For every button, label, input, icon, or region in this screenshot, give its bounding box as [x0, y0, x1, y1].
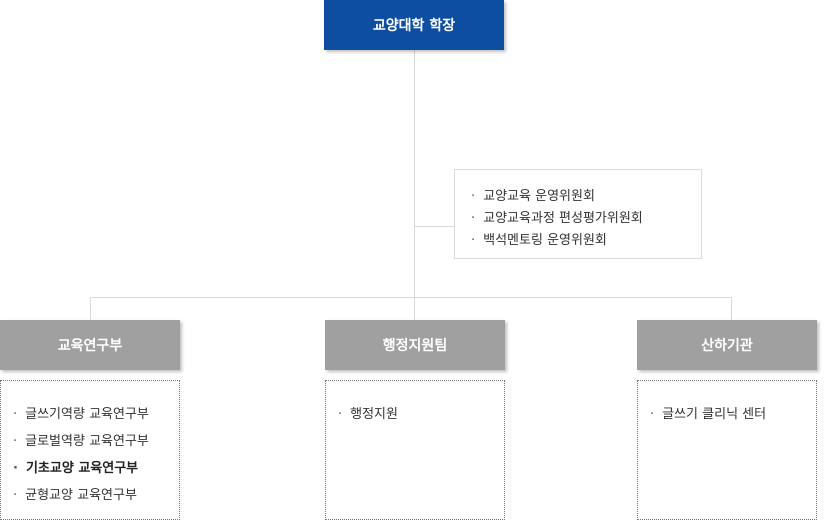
- unit-item: 균형교양 교육연구부: [13, 482, 179, 509]
- unit-item: 글쓰기역량 교육연구부: [13, 401, 179, 428]
- unit-list: 글쓰기 클리닉 센터: [638, 381, 816, 428]
- unit-item: 글로벌역량 교육연구부: [13, 428, 179, 455]
- connector-horizontal: [90, 297, 731, 298]
- unit-title: 산하기관: [701, 338, 753, 354]
- connector-right-drop: [731, 297, 732, 320]
- unit-head-affiliated: 산하기관: [637, 320, 817, 370]
- unit-item: 행정지원: [338, 401, 504, 428]
- connector-committee: [414, 226, 454, 227]
- committee-box: 교양교육 운영위원회 교양교육과정 편성평가위원회 백석멘토링 운영위원회: [454, 169, 702, 259]
- unit-head-education-research: 교육연구부: [0, 320, 180, 370]
- committee-item: 교양교육과정 편성평가위원회: [471, 208, 701, 230]
- connector-left-drop: [90, 297, 91, 320]
- dean-box: 교양대학 학장: [324, 0, 504, 50]
- dean-title: 교양대학 학장: [372, 18, 456, 34]
- unit-list: 글쓰기역량 교육연구부 글로벌역량 교육연구부 기초교양 교육연구부 균형교양 …: [1, 381, 179, 509]
- unit-item: 기초교양 교육연구부: [13, 455, 179, 482]
- unit-title: 교육연구부: [57, 338, 123, 354]
- committee-item: 교양교육 운영위원회: [471, 186, 701, 208]
- unit-list: 행정지원: [326, 381, 504, 428]
- committee-item: 백석멘토링 운영위원회: [471, 230, 701, 252]
- connector-vertical-main: [414, 50, 415, 320]
- committee-list: 교양교육 운영위원회 교양교육과정 편성평가위원회 백석멘토링 운영위원회: [455, 170, 701, 252]
- unit-box-affiliated: 글쓰기 클리닉 센터: [637, 380, 817, 520]
- unit-head-admin-support: 행정지원팀: [325, 320, 505, 370]
- unit-box-admin-support: 행정지원: [325, 380, 505, 520]
- unit-title: 행정지원팀: [382, 338, 448, 354]
- unit-box-education-research: 글쓰기역량 교육연구부 글로벌역량 교육연구부 기초교양 교육연구부 균형교양 …: [0, 380, 180, 520]
- unit-item: 글쓰기 클리닉 센터: [650, 401, 816, 428]
